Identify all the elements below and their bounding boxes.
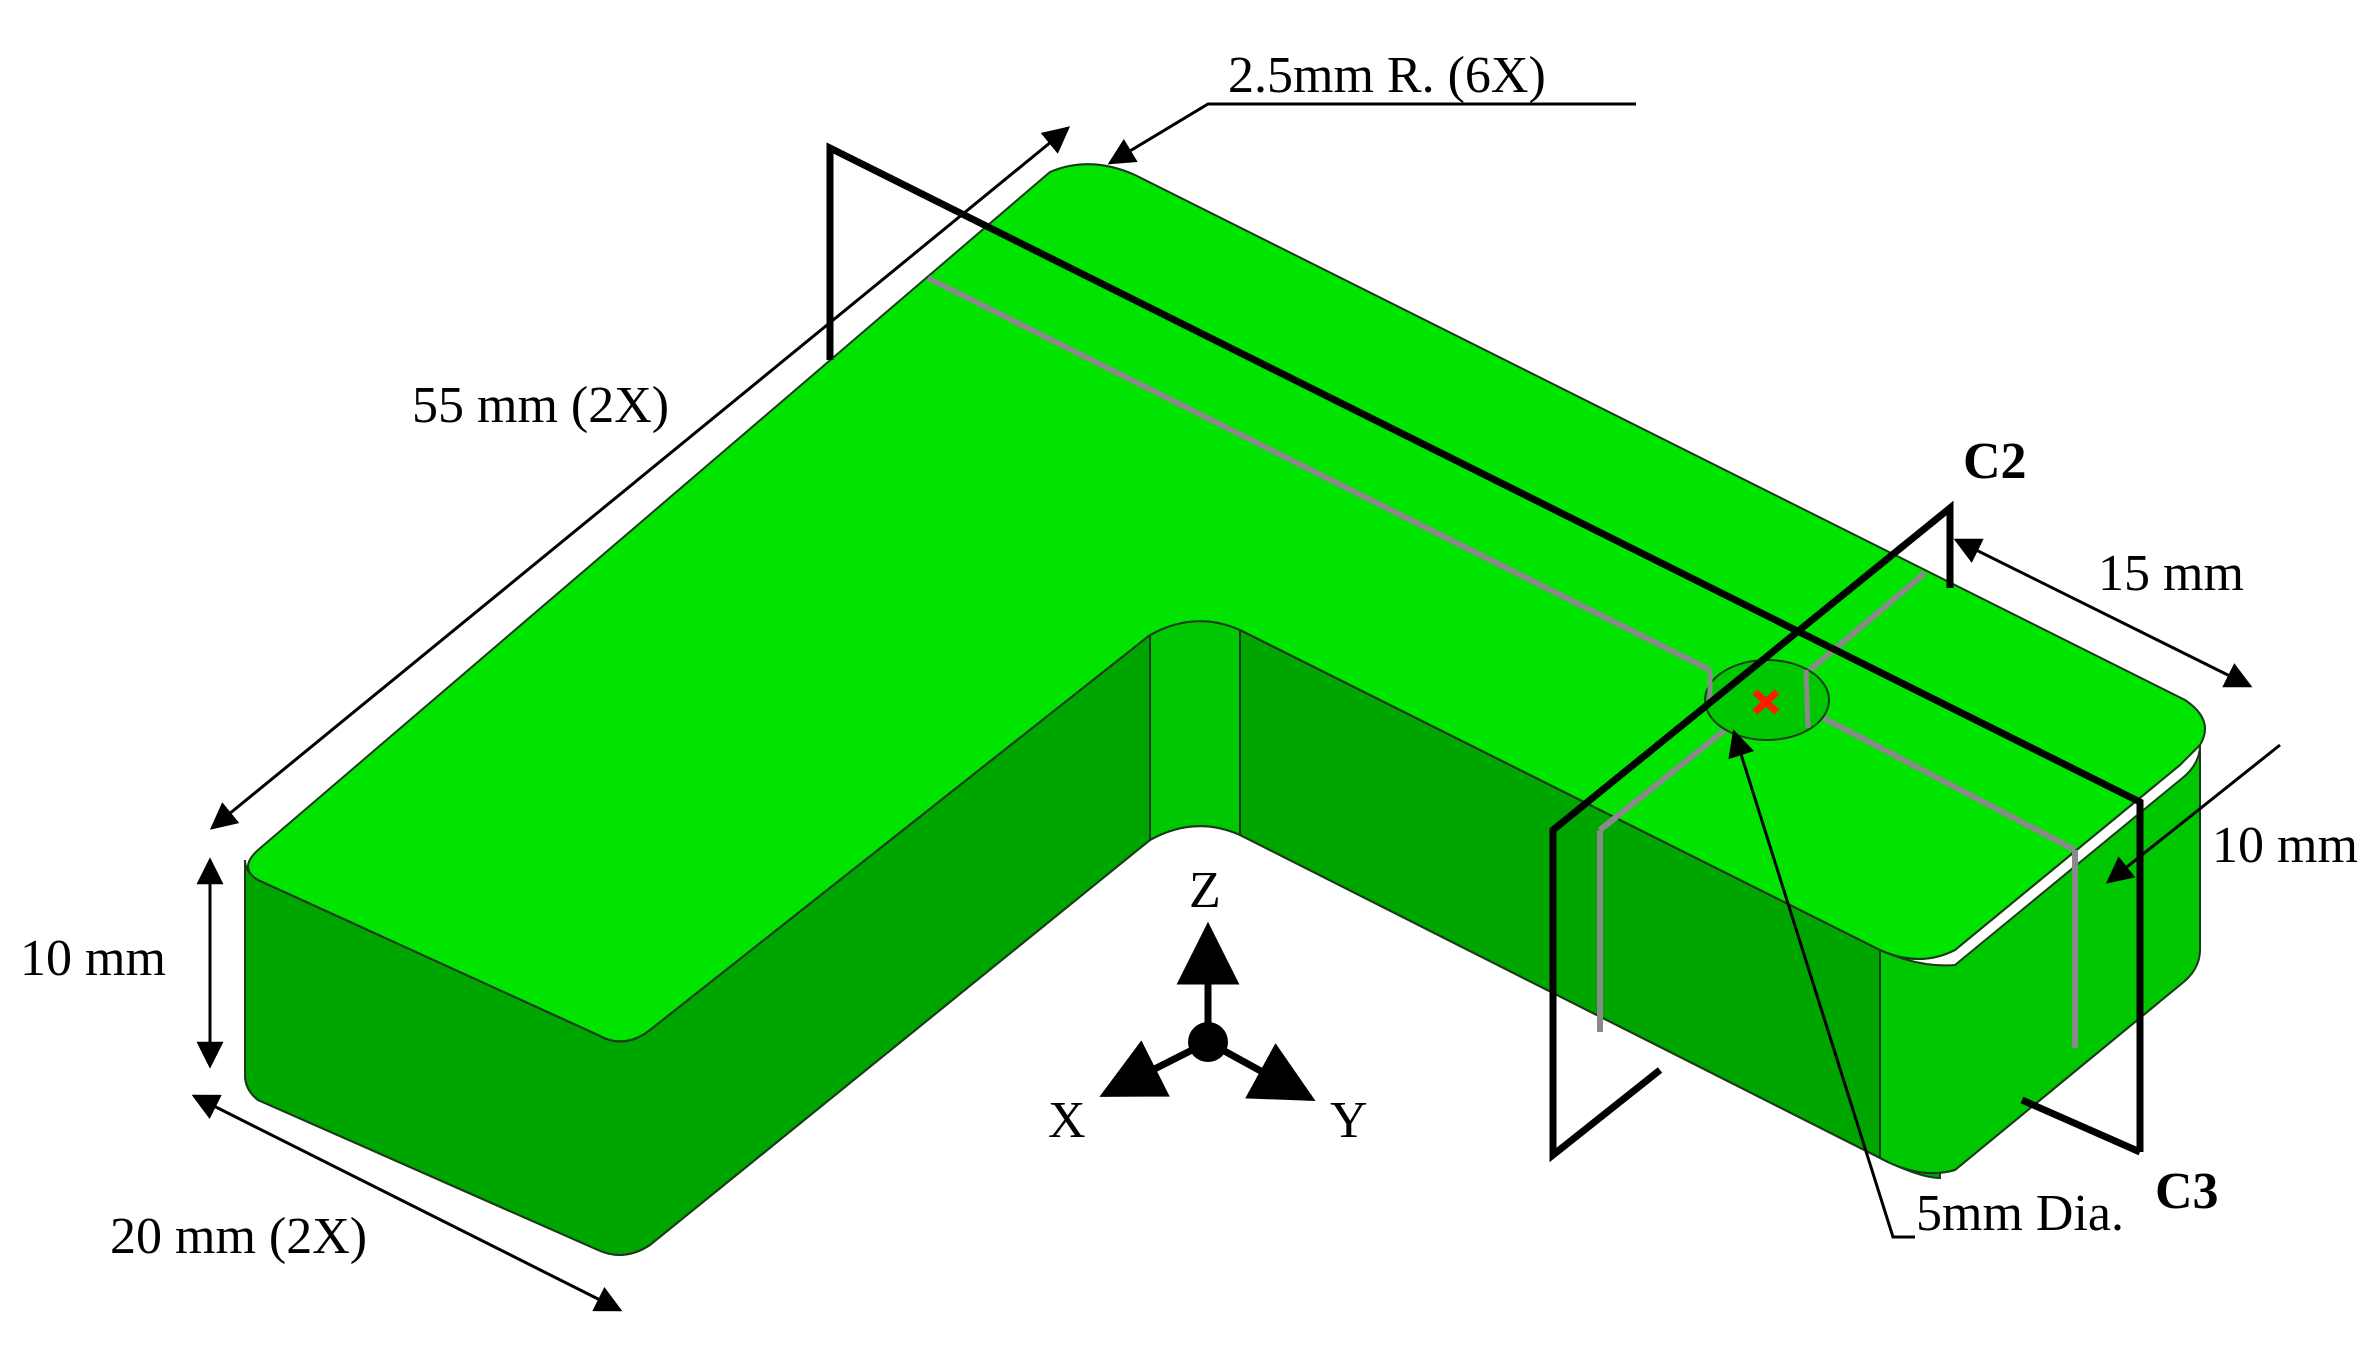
l-block [244,163,2206,1256]
dimension-lines [191,102,2281,1312]
width20-label: 20 mm (2X) [110,1208,367,1265]
plane-c3-tail [2020,1096,2142,1156]
hole-leader [1728,729,1915,1239]
height-right-dim-arrow [2105,743,2281,884]
height-right-label: 10 mm [2212,817,2358,874]
width20-dim-arrow [191,1094,623,1312]
radius-label: 2.5mm R. (6X) [1228,47,1546,104]
radius-leader [1107,102,1636,165]
y-axis-label: Y [1330,1092,1368,1149]
length-label: 55 mm (2X) [412,377,669,434]
width15-label: 15 mm [2098,545,2244,602]
center-marker [1752,689,1780,715]
inner-corner-side-face [1149,620,1241,842]
c2-label: C2 [1963,433,2027,490]
plane-c2 [1549,500,1954,1163]
axis-origin [1188,1022,1228,1062]
hole [1704,659,1830,741]
height-left-label: 10 mm [20,930,166,987]
length-dim-arrow [209,126,1071,830]
x-axis-label: X [1048,1092,1086,1149]
axis-triad [1099,921,1316,1102]
z-axis-label: Z [1189,862,1221,919]
c3-label: C3 [2155,1163,2219,1220]
top-face [247,163,2206,1043]
hole-label: 5mm Dia. [1916,1185,2124,1242]
width15-dim-arrow [1953,538,2253,688]
